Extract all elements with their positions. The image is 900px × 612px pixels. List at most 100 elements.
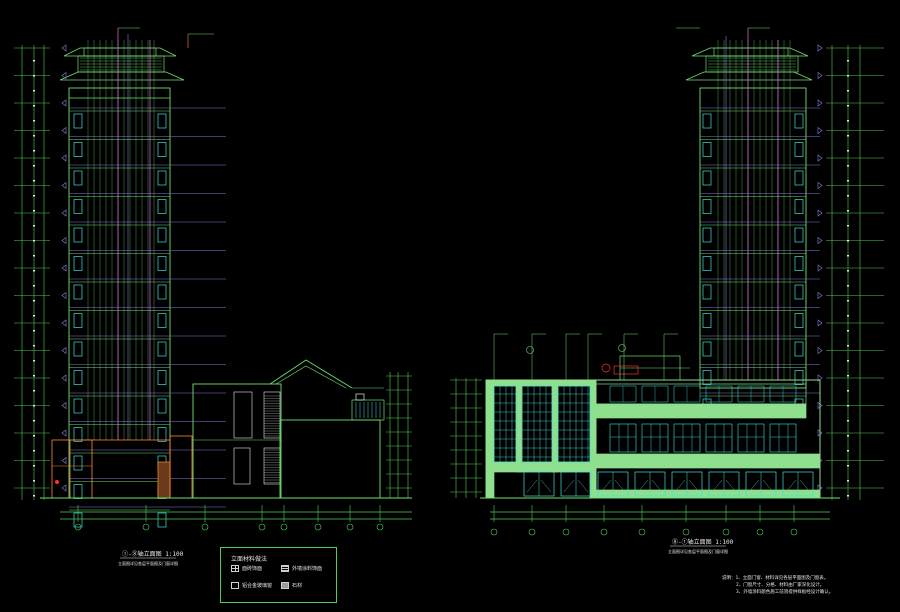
dim-dot (33, 75, 35, 77)
dim-dot (33, 420, 35, 422)
legend-label: 面砖饰面 (242, 566, 263, 572)
cross-swatch-icon (231, 565, 239, 572)
main-facade (595, 379, 821, 499)
midrise-window (263, 391, 281, 439)
door-swing (637, 479, 649, 493)
window-bay (702, 199, 712, 214)
pitched-roof (269, 359, 353, 389)
tower-outline (699, 87, 807, 389)
design-notes: 说明：1、立面门窗、材料详见各层平面图及门窗表。 2、门窗尺寸、分格、材料由厂家… (722, 575, 833, 596)
window-bay (157, 113, 167, 129)
window-bay (702, 256, 712, 271)
window-bay (73, 370, 83, 385)
level-mark (61, 346, 67, 355)
dim-dot (33, 210, 35, 212)
dim-dot (33, 330, 35, 332)
axis-bubble (682, 528, 690, 536)
level-mark (61, 264, 67, 272)
podium-cornice (485, 379, 597, 387)
dim-dot (33, 270, 35, 272)
dim-dot (847, 360, 849, 362)
legend-item-stone: 石材 (281, 582, 302, 589)
dim-dot (33, 435, 35, 437)
dim-dot (33, 105, 35, 107)
door-swing (799, 479, 811, 493)
axis-bubble (600, 528, 608, 536)
dim-dot (847, 255, 849, 257)
highlight-marker (601, 363, 611, 373)
axis-bubble (201, 523, 209, 531)
axis-bubble (280, 523, 288, 531)
window-bay (157, 199, 167, 214)
axis-bubble (376, 523, 384, 531)
level-mark (817, 264, 823, 272)
facade-band (595, 453, 821, 469)
callout-bubble (526, 346, 534, 354)
level-mark (61, 456, 67, 465)
dim-dot (33, 390, 35, 392)
dim-dot (847, 180, 849, 182)
plain-swatch-icon (231, 582, 239, 589)
level-mark (817, 346, 823, 355)
pitched-roof-inner (275, 365, 347, 389)
hatch-swatch-icon (281, 565, 289, 572)
window-bay (794, 341, 804, 357)
dim-dot (33, 90, 35, 92)
axis-bubble (528, 528, 536, 536)
window-bay (794, 370, 804, 385)
window-bay (73, 170, 83, 186)
dim-dot (847, 435, 849, 437)
legend-item-window: 铝合金玻璃窗 (231, 582, 272, 589)
door-swing (526, 479, 538, 493)
left-elevation (14, 27, 412, 531)
level-mark (61, 429, 67, 437)
level-mark (817, 126, 823, 135)
dim-dot (847, 420, 849, 422)
level-mark (817, 291, 823, 300)
dim-dot (33, 120, 35, 122)
door-swing (785, 479, 797, 493)
level-mark (61, 181, 67, 190)
window-bay (73, 313, 83, 328)
balcony-rail (355, 393, 365, 401)
window-bay (794, 313, 804, 328)
window-bay (794, 284, 804, 300)
window-bay (702, 170, 712, 186)
dim-dot (847, 135, 849, 137)
window-bay (157, 170, 167, 186)
axis-bubble (346, 523, 354, 531)
level-mark (61, 71, 67, 80)
window-bay (73, 341, 83, 357)
level-mark (817, 209, 823, 217)
dim-dot (847, 165, 849, 167)
window-bay (794, 199, 804, 214)
dim-dot (847, 300, 849, 302)
window-bay (702, 227, 712, 243)
office-window (769, 423, 797, 453)
dim-dot (847, 150, 849, 152)
dim-dot (847, 210, 849, 212)
dim-dot (33, 60, 35, 62)
note-line: 说明：1、立面门窗、材料详见各层平面图及门窗表。 (722, 576, 829, 581)
dim-dot (847, 240, 849, 242)
dim-dot (847, 315, 849, 317)
midrise-window (233, 391, 253, 439)
level-mark (61, 209, 67, 217)
office-window (609, 423, 637, 453)
axis-bubble (638, 528, 646, 536)
level-mark (817, 44, 823, 52)
window-bay (157, 370, 167, 385)
side-bay (169, 435, 193, 499)
dim-dot (847, 450, 849, 452)
dim-dot (33, 345, 35, 347)
axis-bubble (74, 523, 82, 531)
level-mark (61, 99, 67, 107)
door-swing (651, 479, 663, 493)
window-bay (157, 313, 167, 328)
door-swing (748, 479, 760, 493)
door-swing (614, 479, 626, 493)
balcony-level (595, 383, 807, 405)
window-bay (73, 398, 83, 414)
level-mark (61, 374, 67, 382)
